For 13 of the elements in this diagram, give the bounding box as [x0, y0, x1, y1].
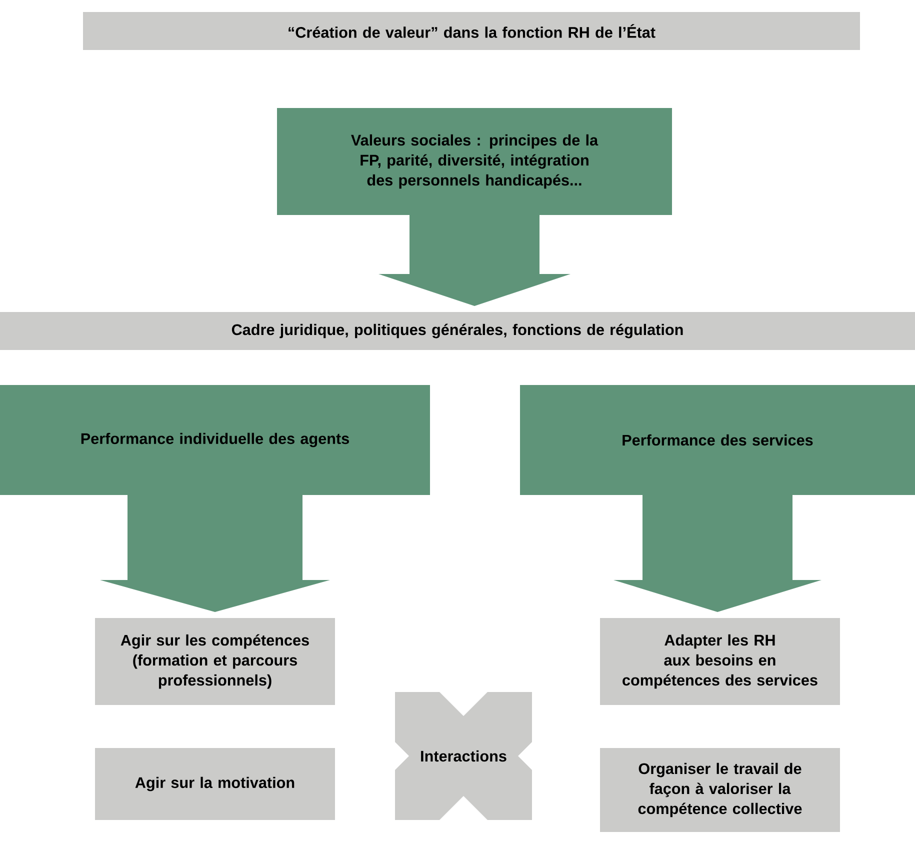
- block-arrow: [378, 215, 570, 306]
- block-arrow: [614, 495, 822, 612]
- action-box: Agir sur la motivation: [95, 748, 335, 820]
- action-box: Agir sur les compétences (formation et parcours professionnels): [95, 618, 335, 705]
- action-box: Organiser le travail de façon à valoriser la compétence collective: [600, 748, 840, 832]
- arrow-callout-box: Performance individuelle des agents: [0, 385, 430, 495]
- arrow-callout-box: Valeurs sociales : principes de la FP, parité, diversité, intégration des personnels handicapés...: [277, 108, 672, 215]
- arrow-callout-box: Performance des services: [520, 385, 915, 495]
- interaction-box: Interactions: [395, 692, 532, 820]
- block-arrow: [100, 495, 330, 612]
- action-box: Adapter les RH aux besoins en compétences des services: [600, 618, 840, 705]
- framework-band: Cadre juridique, politiques générales, fonctions de régulation: [0, 312, 915, 350]
- title-band: “Création de valeur” dans la fonction RH de l’État: [83, 12, 860, 50]
